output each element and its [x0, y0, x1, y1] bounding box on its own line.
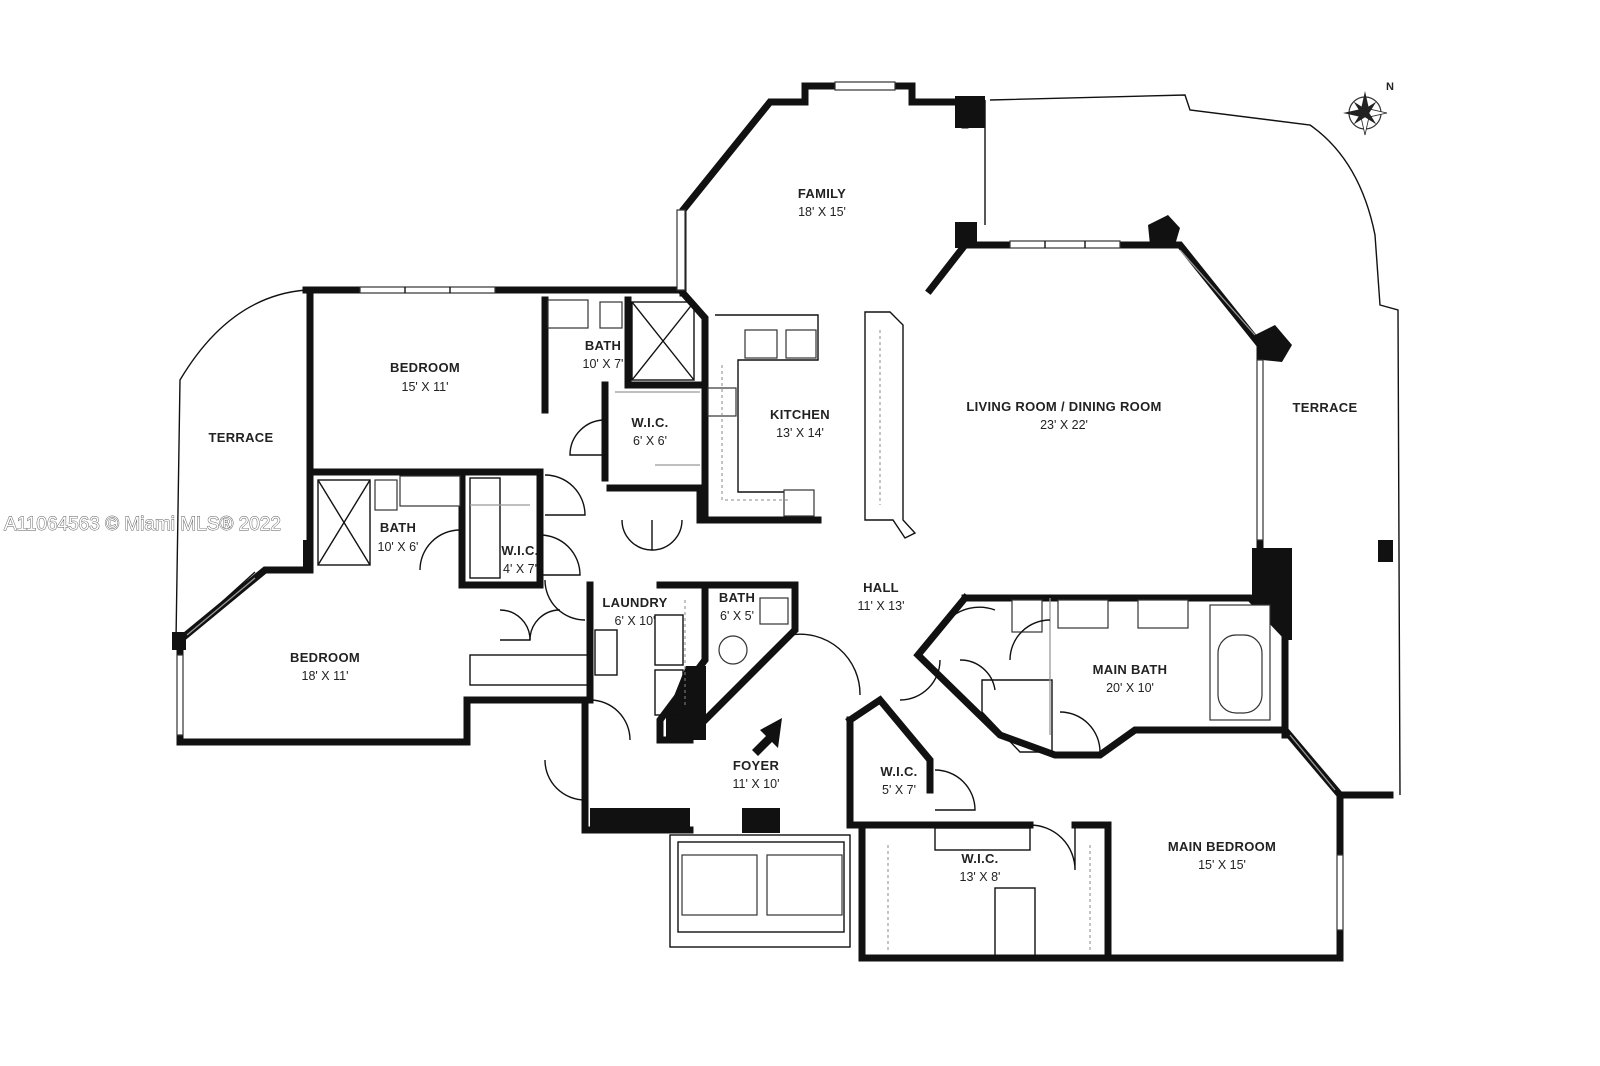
room-family: FAMILY 18' X 15' — [798, 186, 846, 219]
room-dims: 6' X 10' — [615, 614, 656, 628]
room-bath-2: BATH 10' X 6' — [378, 520, 419, 554]
room-dims: 18' X 11' — [302, 669, 349, 683]
room-name: BEDROOM — [290, 650, 360, 665]
room-bath-1: BATH 10' X 7' — [583, 338, 624, 371]
windows — [176, 81, 1344, 931]
room-name: LIVING ROOM / DINING ROOM — [966, 399, 1161, 414]
room-name: W.I.C. — [961, 851, 998, 866]
room-name: BATH — [380, 520, 416, 535]
room-name: TERRACE — [209, 430, 274, 445]
room-main-bath: MAIN BATH 20' X 10' — [1093, 662, 1168, 695]
room-foyer: FOYER 11' X 10' — [733, 758, 780, 791]
room-dims: 13' X 14' — [776, 426, 824, 440]
room-wic-2: W.I.C. 4' X 7' — [501, 543, 538, 576]
room-name: TERRACE — [1293, 400, 1358, 415]
room-dims: 10' X 6' — [378, 540, 419, 554]
room-dims: 13' X 8' — [960, 870, 1001, 884]
room-name: KITCHEN — [770, 407, 830, 422]
room-name: BEDROOM — [390, 360, 460, 375]
compass-icon — [1343, 91, 1388, 136]
room-wic-4: W.I.C. 13' X 8' — [960, 851, 1001, 884]
room-name: BATH — [585, 338, 621, 353]
room-wic-3: W.I.C. 5' X 7' — [880, 764, 917, 797]
walls — [176, 82, 1394, 962]
fixtures — [317, 299, 1271, 957]
room-dims: 6' X 6' — [633, 434, 667, 448]
room-name: W.I.C. — [501, 543, 538, 558]
room-name: MAIN BATH — [1093, 662, 1168, 677]
room-dims: 15' X 11' — [402, 380, 449, 394]
watermark: A11064563 © Miami MLS® 2022 — [4, 514, 281, 535]
room-labels: FAMILY 18' X 15' BEDROOM 15' X 11' BATH … — [209, 186, 1358, 884]
room-dims: 20' X 10' — [1106, 681, 1154, 695]
room-kitchen: KITCHEN 13' X 14' — [770, 407, 830, 440]
room-terrace-west: TERRACE — [209, 430, 274, 445]
room-living-dining: LIVING ROOM / DINING ROOM 23' X 22' — [966, 399, 1161, 432]
room-name: BATH — [719, 590, 755, 605]
entry-arrow-icon — [752, 718, 782, 756]
room-name: LAUNDRY — [602, 595, 667, 610]
room-bedroom-2: BEDROOM 18' X 11' — [290, 650, 360, 683]
room-dims: 15' X 15' — [1198, 858, 1246, 872]
room-hall: HALL 11' X 13' — [858, 580, 905, 613]
room-name: W.I.C. — [631, 415, 668, 430]
compass-label: N — [1386, 81, 1394, 93]
room-terrace-east: TERRACE — [1293, 400, 1358, 415]
room-dims: 23' X 22' — [1040, 418, 1088, 432]
solid-blocks — [172, 96, 1393, 833]
room-dims: 11' X 10' — [733, 777, 780, 791]
room-bath-3: BATH 6' X 5' — [719, 590, 755, 623]
room-bedroom-1: BEDROOM 15' X 11' — [390, 360, 460, 394]
room-name: FOYER — [733, 758, 780, 773]
room-dims: 5' X 7' — [882, 783, 916, 797]
room-name: HALL — [863, 580, 899, 595]
room-wic-1: W.I.C. 6' X 6' — [631, 415, 668, 448]
room-dims: 11' X 13' — [858, 599, 905, 613]
room-name: W.I.C. — [880, 764, 917, 779]
doors — [419, 419, 1101, 871]
room-dims: 6' X 5' — [720, 609, 754, 623]
room-laundry: LAUNDRY 6' X 10' — [602, 595, 667, 628]
room-dims: 18' X 15' — [798, 205, 846, 219]
room-main-bedroom: MAIN BEDROOM 15' X 15' — [1168, 839, 1276, 872]
room-name: MAIN BEDROOM — [1168, 839, 1276, 854]
room-dims: 4' X 7' — [503, 562, 537, 576]
room-dims: 10' X 7' — [583, 357, 624, 371]
room-name: FAMILY — [798, 186, 846, 201]
